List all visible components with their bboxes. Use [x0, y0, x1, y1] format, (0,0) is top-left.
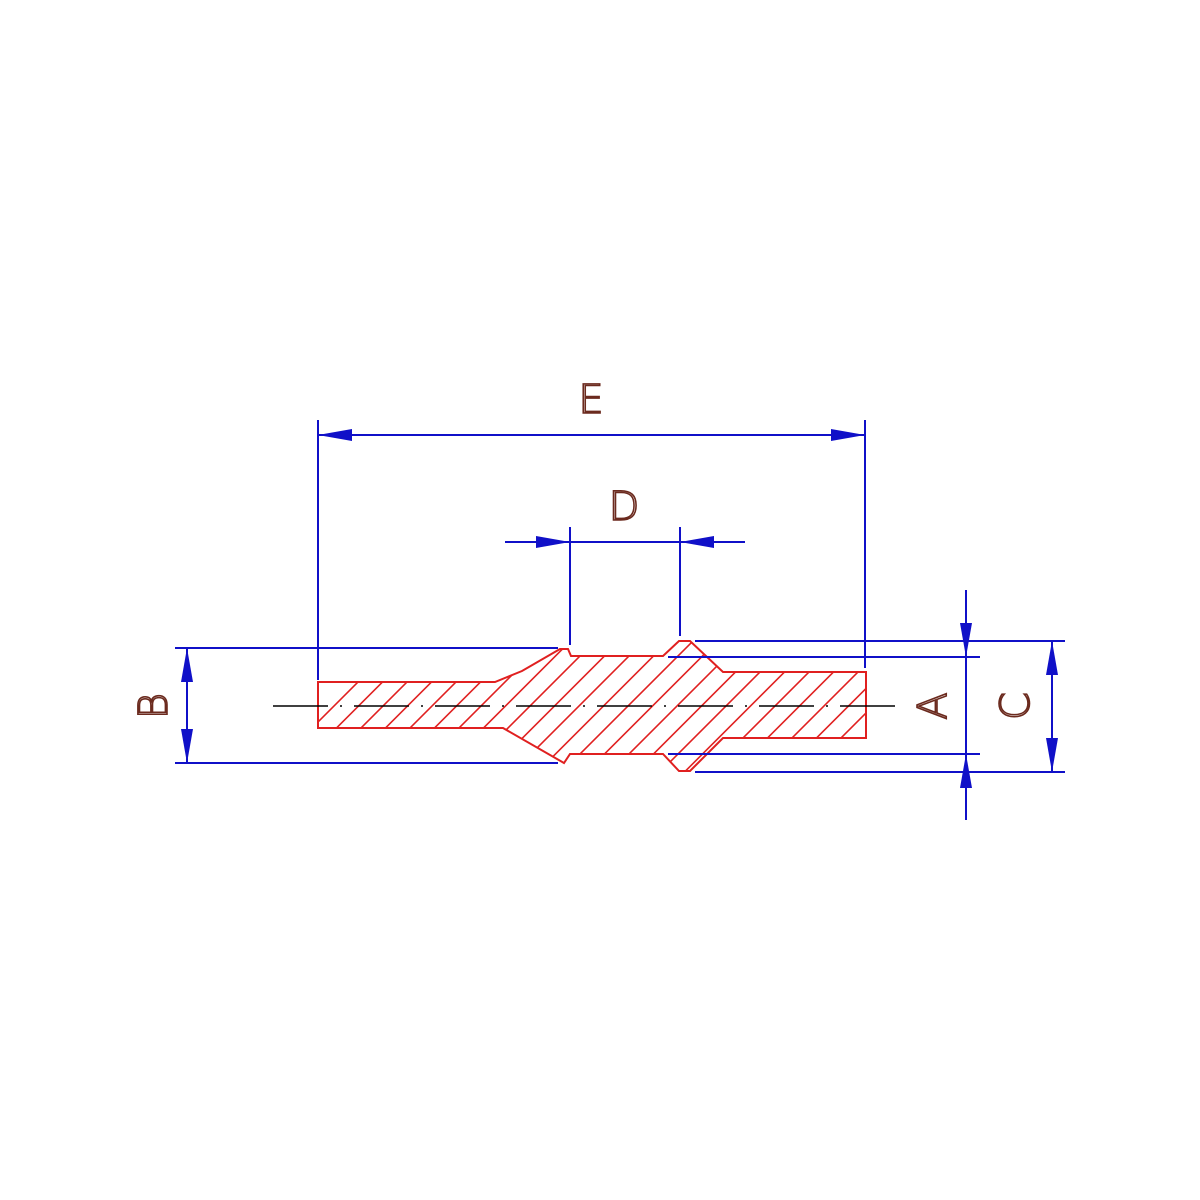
hatch-line: [641, 641, 813, 771]
hatch-line: [347, 641, 519, 771]
part-outline: [317, 640, 867, 772]
hatch-line: [812, 641, 866, 771]
hatch-line: [322, 641, 495, 771]
label-d: D: [609, 484, 640, 530]
hatch-line: [371, 641, 544, 771]
hatch-line: [318, 641, 421, 771]
hatch-line: [396, 641, 568, 771]
label-a: A: [910, 692, 956, 719]
label-e: E: [578, 377, 603, 423]
hatch-line: [592, 641, 764, 771]
label-c: C: [993, 692, 1039, 720]
hatch-line: [543, 641, 715, 771]
hatch-line: [690, 641, 862, 771]
arrow-a-top: [960, 623, 972, 657]
hatch-line: [763, 641, 866, 771]
hatch-line: [961, 620, 1131, 790]
hatch-line: [739, 641, 866, 771]
hatch-line: [567, 641, 740, 771]
hatch-line: [469, 641, 642, 771]
dimension-e: [317, 420, 866, 680]
arrowheads: [181, 429, 1058, 788]
hatch-line: [518, 641, 691, 771]
arrow-a-bottom: [960, 754, 972, 788]
arrow-c-bottom: [1046, 738, 1058, 772]
hatch-line: [616, 641, 789, 771]
arrow-d-right: [680, 536, 714, 548]
arrow-b-top: [181, 648, 193, 682]
arrow-c-top: [1046, 641, 1058, 675]
hatch-line: [714, 641, 866, 771]
arrow-e-right: [831, 429, 865, 441]
arrow-b-bottom: [181, 729, 193, 763]
hatch-line: [665, 641, 838, 771]
hatch-line: [318, 641, 446, 771]
hatch-line: [494, 641, 666, 771]
hatch-line: [420, 641, 593, 771]
arrow-d-left: [536, 536, 570, 548]
arrow-e-left: [318, 429, 352, 441]
hatch-line: [318, 641, 470, 771]
label-b: B: [131, 693, 177, 719]
hatch-line: [445, 641, 617, 771]
